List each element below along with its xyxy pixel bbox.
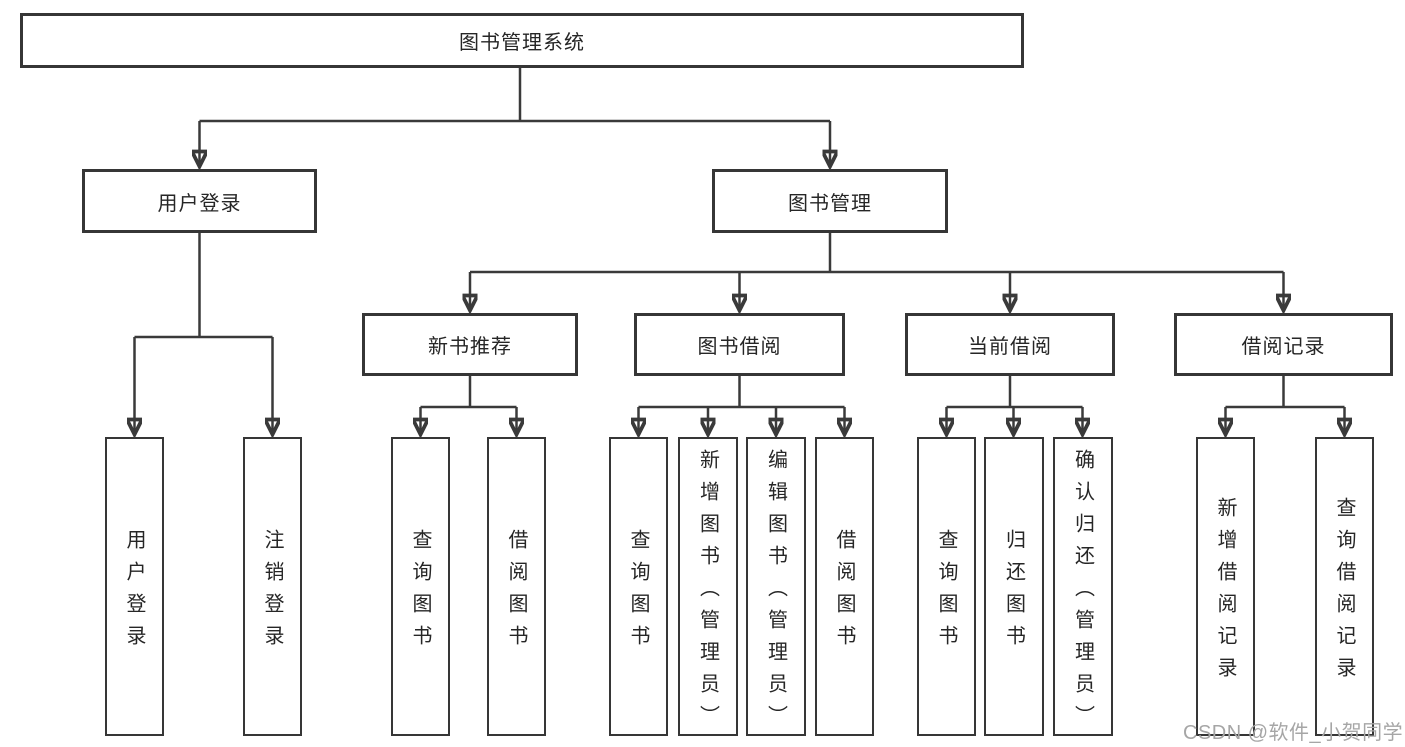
node-borrow-records: 借阅记录 [1174,313,1393,376]
node-current-borrow: 当前借阅 [905,313,1115,376]
node-root-label: 图书管理系统 [459,32,585,54]
leaf-borrow-add-books-admin-label: 新增图书（管理员） [696,448,719,737]
leaf-newbook-query-books: 查询图书 [391,437,450,736]
node-user-login-label: 用户登录 [157,192,242,215]
leaf-borrow-add-books-admin: 新增图书（管理员） [678,437,738,737]
node-book-management: 图书管理 [712,169,948,233]
connector-root-to-level2 [200,68,831,165]
leaf-current-query-books-label: 查询图书 [935,528,957,657]
leaf-records-add-record-label: 新增借阅记录 [1214,496,1236,689]
leaf-borrow-edit-books-admin: 编辑图书（管理员） [746,437,806,737]
leaf-newbook-query-books-label: 查询图书 [409,528,431,657]
leaf-user-login: 用户登录 [105,437,164,736]
leaf-logout-login: 注销登录 [243,437,302,736]
leaf-newbook-borrow-books-label: 借阅图书 [505,528,527,657]
connector-book-borrow-to-leaves [639,376,845,433]
watermark-text: CSDN @软件_小贺同学 [1183,722,1404,744]
node-book-management-label: 图书管理 [788,192,872,215]
leaf-user-login-label: 用户登录 [123,528,145,657]
node-book-borrow-label: 图书借阅 [697,336,782,358]
leaf-borrow-edit-books-admin-label: 编辑图书（管理员） [764,448,787,737]
leaf-current-confirm-return-admin-label: 确认归还（管理员） [1071,448,1094,737]
node-borrow-records-label: 借阅记录 [1241,336,1326,358]
node-new-book-recommend-label: 新书推荐 [428,336,512,358]
connector-new-book-to-leaves [421,376,517,433]
node-book-borrow: 图书借阅 [634,313,845,376]
leaf-borrow-borrow-books: 借阅图书 [815,437,874,736]
leaf-borrow-borrow-books-label: 借阅图书 [833,528,855,657]
connector-user-login-to-leaves [135,233,273,433]
leaf-logout-login-label: 注销登录 [261,528,283,657]
node-user-login: 用户登录 [82,169,317,233]
leaf-records-query-record: 查询借阅记录 [1315,437,1374,736]
node-root: 图书管理系统 [20,13,1024,68]
connector-current-borrow-to-leaves [947,376,1083,433]
leaf-borrow-query-books: 查询图书 [609,437,668,736]
leaf-current-query-books: 查询图书 [917,437,976,736]
node-new-book-recommend: 新书推荐 [362,313,578,376]
leaf-records-query-record-label: 查询借阅记录 [1333,496,1355,689]
node-current-borrow-label: 当前借阅 [968,336,1052,358]
leaf-newbook-borrow-books: 借阅图书 [487,437,546,736]
leaf-records-add-record: 新增借阅记录 [1196,437,1255,736]
leaf-current-return-books-label: 归还图书 [1002,528,1025,657]
connector-book-mgmt-to-level3 [470,233,1284,309]
leaf-current-return-books: 归还图书 [984,437,1044,736]
connector-borrow-records-to-leaves [1226,376,1345,433]
leaf-current-confirm-return-admin: 确认归还（管理员） [1053,437,1113,737]
leaf-borrow-query-books-label: 查询图书 [627,528,649,657]
